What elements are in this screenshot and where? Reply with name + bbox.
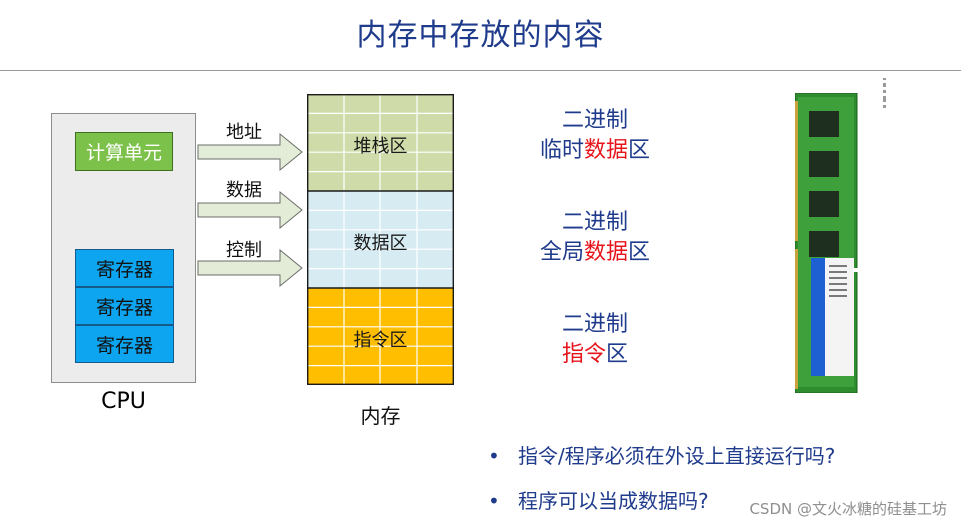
- address-arrow: [197, 132, 303, 172]
- question-1-text: 指令/程序必须在外设上直接运行吗?: [518, 444, 836, 468]
- stack-desc-prefix: 临时: [539, 138, 584, 163]
- question-2: • 程序可以当成数据吗?: [488, 485, 709, 514]
- register-3: 寄存器: [75, 325, 174, 363]
- control-label: 控制: [226, 240, 262, 261]
- ram-side-label: [883, 78, 886, 108]
- ram-module-image: [795, 93, 859, 393]
- question-2-text: 程序可以当成数据吗?: [518, 489, 709, 513]
- instruction-region-label: 指令区: [353, 330, 408, 351]
- data-desc-line1: 二进制: [561, 210, 628, 235]
- page-title: 内存中存放的内容: [356, 18, 605, 53]
- stack-desc-suffix: 区: [628, 138, 651, 163]
- memory-cell-lines: [307, 94, 454, 385]
- data-region-label: 数据区: [353, 233, 408, 254]
- stack-desc-highlight: 数据: [583, 138, 628, 163]
- data-arrow: [197, 190, 303, 230]
- watermark: CSDN @文火冰糖的硅基工坊: [749, 500, 947, 518]
- stack-description: 二进制 临时数据区: [520, 106, 670, 166]
- instr-desc-highlight: 指令: [561, 342, 606, 367]
- address-label: 地址: [226, 122, 262, 143]
- question-1: • 指令/程序必须在外设上直接运行吗?: [488, 440, 835, 469]
- instr-desc-suffix: 区: [606, 342, 629, 367]
- stack-desc-line1: 二进制: [561, 108, 628, 133]
- memory-grid: [307, 94, 454, 385]
- register-2: 寄存器: [75, 287, 174, 325]
- memory-label: 内存: [360, 404, 401, 428]
- compute-unit: 计算单元: [75, 132, 173, 171]
- cpu-label: CPU: [101, 389, 146, 414]
- bus-arrows: [197, 132, 303, 288]
- control-arrow: [197, 248, 303, 288]
- data-desc-suffix: 区: [628, 240, 651, 265]
- data-desc-prefix: 全局: [539, 240, 584, 265]
- data-description: 二进制 全局数据区: [520, 208, 670, 268]
- stack-region-label: 堆栈区: [353, 136, 408, 157]
- bullet-dot-icon: •: [488, 489, 500, 513]
- data-label: 数据: [226, 180, 262, 201]
- title-divider: [0, 70, 961, 71]
- data-desc-highlight: 数据: [583, 240, 628, 265]
- instr-desc-line1: 二进制: [561, 312, 628, 337]
- bullet-dot-icon: •: [488, 444, 500, 468]
- instruction-description: 二进制 指令区: [520, 310, 670, 370]
- register-1: 寄存器: [75, 249, 174, 287]
